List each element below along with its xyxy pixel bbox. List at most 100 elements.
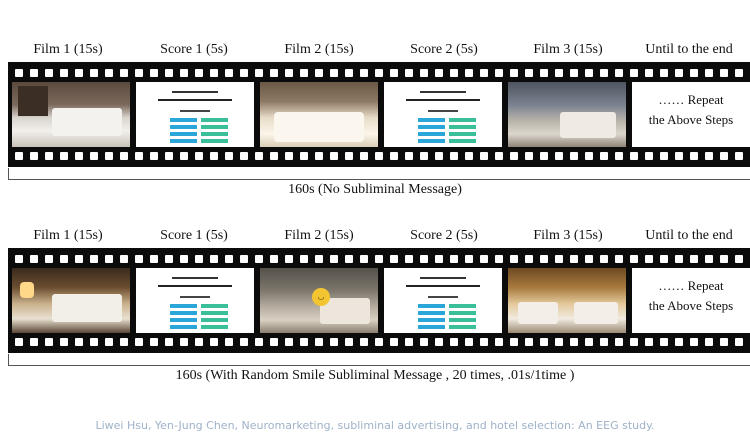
sprocket-hole xyxy=(630,152,638,160)
sprocket-hole xyxy=(735,152,743,160)
sprocket-hole xyxy=(435,152,443,160)
sprocket-hole xyxy=(600,69,608,77)
sprocket-hole xyxy=(555,255,563,263)
sprocket-hole xyxy=(435,255,443,263)
sprocket-hole xyxy=(345,69,353,77)
sprocket-hole xyxy=(255,152,263,160)
frame-film-2 xyxy=(260,82,378,147)
sprocket-holes-top xyxy=(8,67,750,79)
sprocket-hole xyxy=(540,69,548,77)
sprocket-hole xyxy=(225,255,233,263)
sprocket-holes-bottom xyxy=(8,336,750,348)
sprocket-hole xyxy=(360,152,368,160)
sprocket-hole xyxy=(30,152,38,160)
repeat-line-1: …… Repeat xyxy=(658,92,724,107)
timeline-tick xyxy=(8,168,9,180)
sprocket-hole xyxy=(720,152,728,160)
bed-shape xyxy=(320,298,370,324)
sprocket-hole xyxy=(240,338,248,346)
score-instruction-line xyxy=(180,110,210,112)
rating-scale-row xyxy=(418,325,476,329)
sprocket-hole xyxy=(660,338,668,346)
sprocket-hole xyxy=(315,69,323,77)
film-strip-block-2: Film 1 (15s) Score 1 (5s) Film 2 (15s) S… xyxy=(0,228,750,383)
rating-scale-row xyxy=(170,125,228,129)
sprocket-hole xyxy=(435,338,443,346)
bed-shape xyxy=(52,108,122,136)
sprocket-hole xyxy=(600,152,608,160)
sprocket-hole xyxy=(675,255,683,263)
rating-scale-row xyxy=(418,132,476,136)
sprocket-hole xyxy=(555,338,563,346)
sprocket-hole xyxy=(510,69,518,77)
sprocket-hole xyxy=(15,338,23,346)
sprocket-hole xyxy=(15,69,23,77)
sprocket-hole xyxy=(285,69,293,77)
sprocket-hole xyxy=(150,152,158,160)
sprocket-hole xyxy=(75,338,83,346)
sprocket-hole xyxy=(555,152,563,160)
sprocket-hole xyxy=(75,255,83,263)
sprocket-hole xyxy=(135,255,143,263)
sprocket-hole xyxy=(90,338,98,346)
sprocket-hole xyxy=(210,338,218,346)
sprocket-hole xyxy=(615,338,623,346)
sprocket-hole xyxy=(120,338,128,346)
rating-scale-row xyxy=(170,118,228,122)
sprocket-hole xyxy=(510,152,518,160)
score-title-line xyxy=(172,277,218,279)
sprocket-hole xyxy=(570,338,578,346)
sprocket-hole xyxy=(30,338,38,346)
sprocket-hole xyxy=(480,338,488,346)
score-question-line xyxy=(158,99,232,101)
sprocket-hole xyxy=(90,255,98,263)
sprocket-hole xyxy=(210,69,218,77)
sprocket-hole xyxy=(165,69,173,77)
sprocket-hole xyxy=(720,69,728,77)
header-until-end: Until to the end xyxy=(645,228,733,243)
strip-headers: Film 1 (15s) Score 1 (5s) Film 2 (15s) S… xyxy=(0,228,750,248)
timeline-line xyxy=(8,179,750,180)
sprocket-hole xyxy=(330,152,338,160)
sprocket-hole xyxy=(450,255,458,263)
duration-caption: 160s (No Subliminal Message) xyxy=(288,182,462,197)
sprocket-hole xyxy=(15,152,23,160)
sprocket-hole xyxy=(675,152,683,160)
sprocket-hole xyxy=(360,255,368,263)
sprocket-hole xyxy=(300,255,308,263)
frame-repeat: …… Repeat the Above Steps xyxy=(632,82,750,147)
sprocket-hole xyxy=(60,338,68,346)
score-question-line xyxy=(406,99,480,101)
sprocket-hole xyxy=(45,152,53,160)
sprocket-hole xyxy=(540,338,548,346)
header-film-1: Film 1 (15s) xyxy=(33,228,103,243)
frame-film-2: ◡ xyxy=(260,268,378,333)
sprocket-hole xyxy=(630,338,638,346)
sprocket-hole xyxy=(450,338,458,346)
rating-scale-row xyxy=(418,304,476,308)
sprocket-hole xyxy=(270,338,278,346)
sprocket-hole xyxy=(615,69,623,77)
rating-scale-row xyxy=(418,125,476,129)
sprocket-hole xyxy=(225,69,233,77)
sprocket-hole xyxy=(195,255,203,263)
sprocket-hole xyxy=(465,69,473,77)
sprocket-hole xyxy=(300,152,308,160)
sprocket-hole xyxy=(405,69,413,77)
header-film-1: Film 1 (15s) xyxy=(33,42,103,57)
sprocket-hole xyxy=(375,255,383,263)
header-film-2: Film 2 (15s) xyxy=(284,228,354,243)
sprocket-hole xyxy=(585,152,593,160)
duration-caption: 160s (With Random Smile Subliminal Messa… xyxy=(175,368,575,383)
sprocket-hole xyxy=(525,255,533,263)
sprocket-hole xyxy=(345,338,353,346)
sprocket-hole xyxy=(555,69,563,77)
sprocket-hole xyxy=(465,152,473,160)
sprocket-hole xyxy=(585,69,593,77)
sprocket-hole xyxy=(195,338,203,346)
sprocket-hole xyxy=(495,338,503,346)
header-until-end: Until to the end xyxy=(645,42,733,57)
sprocket-hole xyxy=(180,255,188,263)
sprocket-hole xyxy=(705,152,713,160)
rating-scale-row xyxy=(170,318,228,322)
